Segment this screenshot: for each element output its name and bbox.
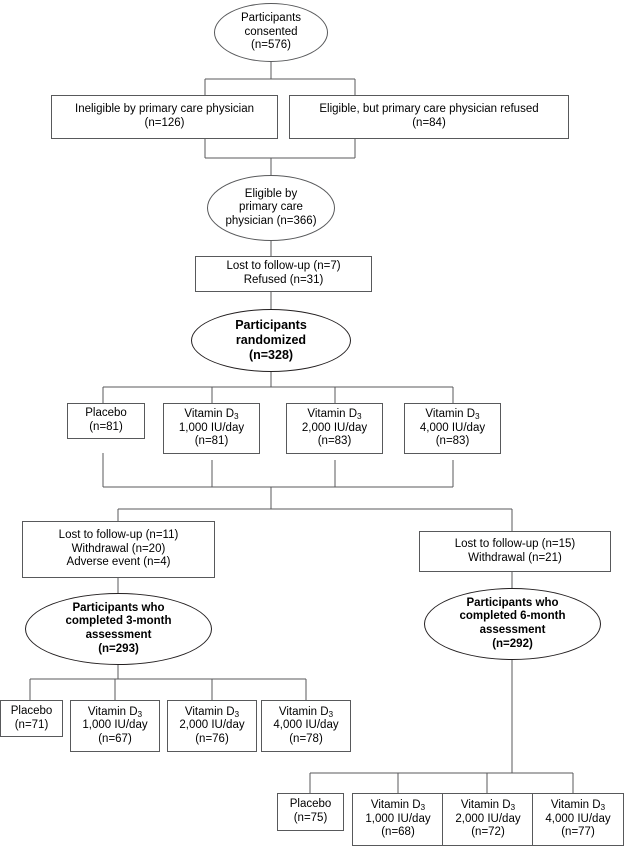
node-arm-vitamin-d3-4000: Vitamin D3 4,000 IU/day (n=83): [404, 403, 501, 454]
node-line: Participants who: [72, 601, 165, 614]
node-line: 2,000 IU/day: [455, 812, 521, 825]
node-line: completed 6-month: [459, 610, 566, 623]
node-6month-vitamin-d3-4000: Vitamin D3 4,000 IU/day (n=77): [532, 793, 624, 846]
node-line: (n=84): [412, 117, 446, 129]
node-line: Lost to follow-up (n=11): [58, 529, 179, 542]
node-loss-before-6-month: Lost to follow-up (n=15) Withdrawal (n=2…: [419, 531, 611, 572]
node-line: 4,000 IU/day: [273, 719, 339, 732]
node-line: (n=81): [89, 421, 123, 433]
node-participants-randomized: Participants randomized (n=328): [191, 309, 351, 372]
node-line: Vitamin D3: [278, 705, 334, 719]
node-line: (n=292): [492, 637, 533, 650]
node-completed-3-month-assessment: Participants who completed 3-month asses…: [25, 593, 212, 665]
node-line: (n=576): [251, 39, 291, 52]
node-ineligible-by-pcp: Ineligible by primary care physician (n=…: [51, 95, 278, 139]
node-line: assessment: [479, 624, 546, 636]
node-3month-vitamin-d3-1000: Vitamin D3 1,000 IU/day (n=67): [70, 700, 160, 752]
node-line: Adverse event (n=4): [66, 556, 171, 569]
node-6month-placebo: Placebo (n=75): [277, 793, 344, 831]
node-line: (n=77): [561, 826, 595, 839]
node-line: Lost to follow-up (n=15): [454, 537, 576, 550]
node-line: Eligible, but primary care physician ref…: [319, 103, 539, 116]
node-line: (n=71): [14, 718, 49, 731]
node-line: (n=67): [98, 732, 132, 745]
node-line: Vitamin D3: [184, 705, 240, 719]
node-line: (n=126): [144, 117, 185, 129]
node-3month-vitamin-d3-4000: Vitamin D3 4,000 IU/day (n=78): [261, 700, 351, 752]
node-loss-before-3-month: Lost to follow-up (n=11) Withdrawal (n=2…: [22, 521, 215, 578]
node-line: Refused (n=31): [243, 274, 324, 286]
node-line: (n=81): [194, 435, 229, 448]
node-line: 4,000 IU/day: [545, 812, 611, 825]
node-line: 2,000 IU/day: [301, 421, 368, 434]
node-line: Vitamin D3: [425, 408, 480, 422]
node-line: Vitamin D3: [87, 705, 143, 719]
node-line: Vitamin D3: [184, 408, 239, 422]
node-line: physician (n=366): [225, 214, 317, 227]
node-line: Vitamin D3: [370, 799, 426, 813]
node-completed-6-month-assessment: Participants who completed 6-month asses…: [424, 588, 601, 660]
node-line: Eligible by: [244, 187, 298, 200]
node-participants-consented: Participants consented (n=576): [214, 3, 328, 62]
node-line: 1,000 IU/day: [365, 812, 431, 825]
node-eligible-by-pcp: Eligible by primary care physician (n=36…: [207, 175, 335, 241]
node-line: (n=83): [435, 435, 470, 448]
node-line: Placebo: [85, 407, 127, 420]
node-line: (n=328): [248, 347, 294, 362]
node-line: (n=293): [98, 642, 139, 655]
node-arm-vitamin-d3-1000: Vitamin D3 1,000 IU/day (n=81): [163, 403, 260, 454]
node-line: Withdrawal (n=20): [71, 542, 166, 555]
node-line: 4,000 IU/day: [419, 421, 486, 434]
node-line: Placebo: [289, 798, 332, 811]
node-line: Lost to follow-up (n=7): [226, 260, 341, 273]
node-line: 1,000 IU/day: [178, 421, 245, 434]
node-line: assessment: [85, 629, 152, 641]
node-6month-vitamin-d3-2000: Vitamin D3 2,000 IU/day (n=72): [442, 793, 534, 846]
node-line: 1,000 IU/day: [82, 719, 148, 732]
node-eligible-but-pcp-refused: Eligible, but primary care physician ref…: [289, 95, 569, 139]
node-line: Vitamin D3: [550, 799, 606, 813]
node-6month-vitamin-d3-1000: Vitamin D3 1,000 IU/day (n=68): [352, 793, 444, 846]
node-line: (n=78): [289, 732, 323, 745]
node-arm-placebo: Placebo (n=81): [67, 403, 145, 439]
node-line: (n=68): [381, 826, 415, 839]
node-line: consented: [244, 25, 298, 38]
node-arm-vitamin-d3-2000: Vitamin D3 2,000 IU/day (n=83): [286, 403, 383, 454]
node-line: Withdrawal (n=21): [468, 551, 562, 564]
node-line: Vitamin D3: [307, 408, 362, 422]
node-line: (n=76): [195, 732, 229, 745]
node-line: Ineligible by primary care physician: [75, 103, 254, 116]
node-line: Participants: [240, 12, 302, 25]
node-line: Placebo: [10, 704, 53, 717]
node-line: Participants who: [466, 596, 559, 609]
node-line: 2,000 IU/day: [179, 719, 245, 732]
node-line: completed 3-month: [65, 615, 172, 628]
node-line: (n=83): [317, 435, 352, 448]
node-line: primary care: [239, 201, 303, 214]
node-line: (n=75): [293, 812, 328, 824]
node-line: randomized: [235, 333, 307, 348]
node-line: Vitamin D3: [460, 799, 516, 813]
node-3month-vitamin-d3-2000: Vitamin D3 2,000 IU/day (n=76): [167, 700, 257, 752]
node-3month-placebo: Placebo (n=71): [0, 700, 63, 737]
node-line: (n=72): [471, 826, 505, 839]
node-line: Participants: [235, 318, 307, 333]
node-pre-randomization-loss: Lost to follow-up (n=7) Refused (n=31): [195, 256, 372, 292]
